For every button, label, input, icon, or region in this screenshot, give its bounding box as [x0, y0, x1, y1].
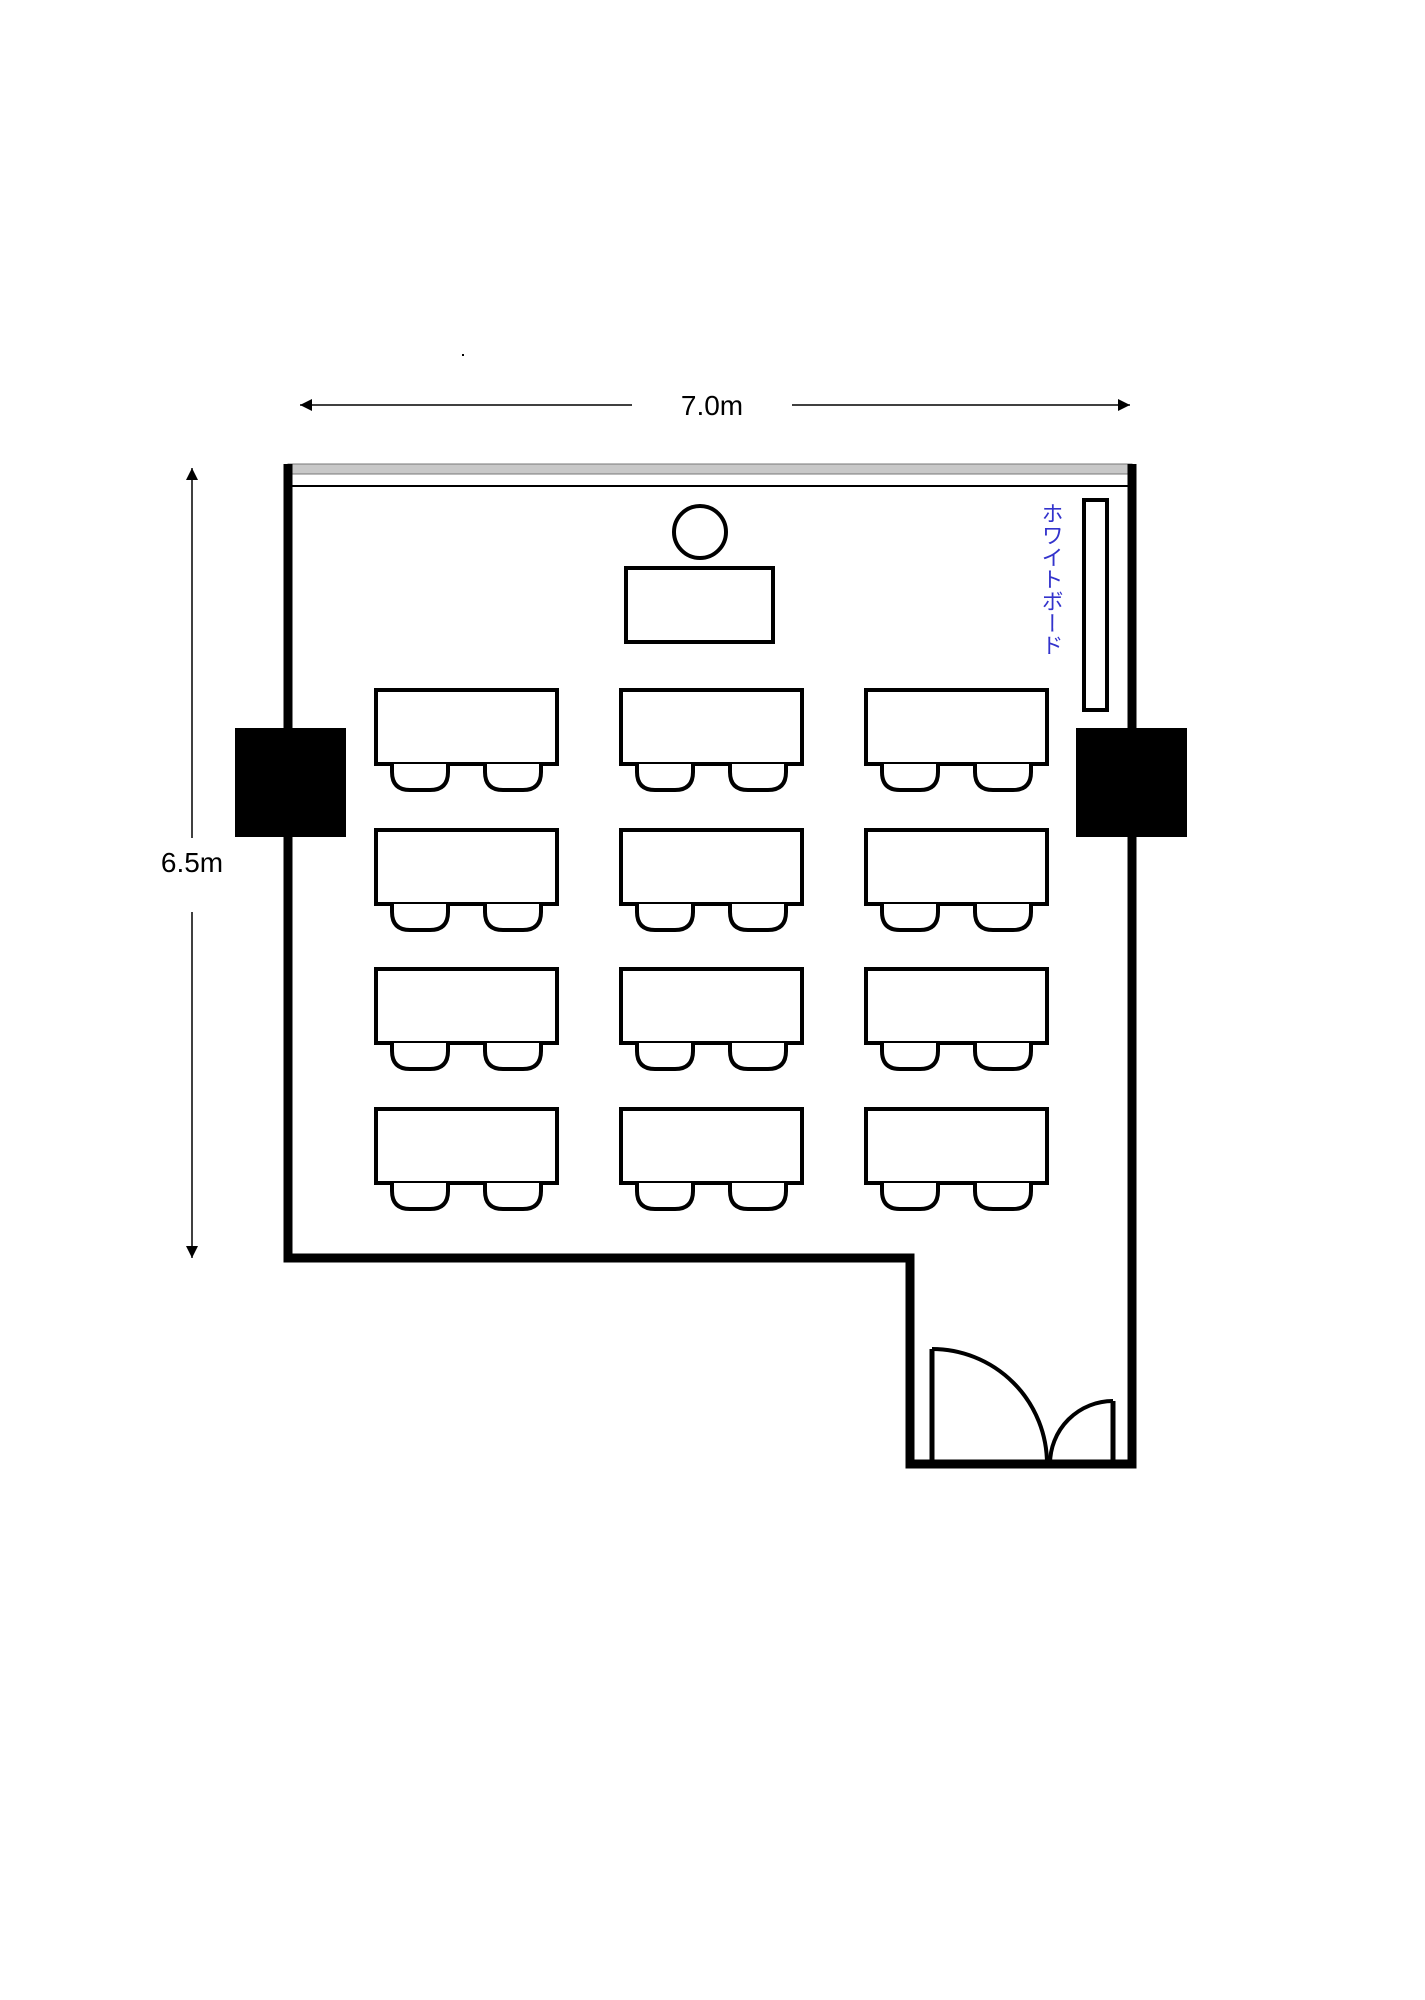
chair: [483, 1043, 543, 1071]
chair: [880, 1043, 940, 1071]
instructor-chair: [672, 504, 728, 560]
chair: [973, 1043, 1033, 1071]
desk: [374, 828, 559, 906]
pillar-right: [1076, 728, 1187, 837]
room-walls: [283, 464, 1137, 1469]
desk: [619, 688, 804, 766]
chair: [635, 1043, 695, 1071]
chair: [728, 1183, 788, 1211]
chair: [390, 904, 450, 932]
door-small: [1048, 1399, 1116, 1465]
lectern-desk: [624, 566, 775, 644]
chair: [880, 904, 940, 932]
chair: [390, 1183, 450, 1211]
desk: [374, 688, 559, 766]
chair: [635, 1183, 695, 1211]
desk: [864, 1107, 1049, 1185]
door-large: [929, 1347, 1049, 1465]
whiteboard-label: ホワイトボード: [1038, 502, 1063, 656]
desk: [619, 967, 804, 1045]
chair: [483, 764, 543, 792]
stray-mark: [462, 354, 464, 356]
desk-grid: [374, 688, 1049, 1211]
chair: [728, 1043, 788, 1071]
chair: [973, 904, 1033, 932]
chair: [390, 764, 450, 792]
arrow-up-icon: [186, 468, 198, 480]
arrow-right-icon: [1118, 399, 1130, 411]
arrow-down-icon: [186, 1246, 198, 1258]
height-label: 6.5m: [161, 847, 223, 878]
chair: [483, 904, 543, 932]
width-label: 7.0m: [681, 390, 743, 421]
chair: [390, 1043, 450, 1071]
width-dimension: 7.0m: [300, 390, 1130, 421]
chair: [483, 1183, 543, 1211]
desk: [374, 1107, 559, 1185]
pillar-left: [235, 728, 346, 837]
chair: [728, 764, 788, 792]
window-strip: [287, 463, 1133, 475]
height-dimension: 6.5m: [161, 468, 223, 1258]
whiteboard: [1082, 498, 1109, 712]
desk: [864, 828, 1049, 906]
desk: [864, 688, 1049, 766]
chair: [635, 904, 695, 932]
chair: [728, 904, 788, 932]
desk: [374, 967, 559, 1045]
desk: [619, 1107, 804, 1185]
chair: [880, 764, 940, 792]
desk: [619, 828, 804, 906]
chair: [973, 764, 1033, 792]
chair: [635, 764, 695, 792]
arrow-left-icon: [300, 399, 312, 411]
chair: [880, 1183, 940, 1211]
chair: [973, 1183, 1033, 1211]
desk: [864, 967, 1049, 1045]
